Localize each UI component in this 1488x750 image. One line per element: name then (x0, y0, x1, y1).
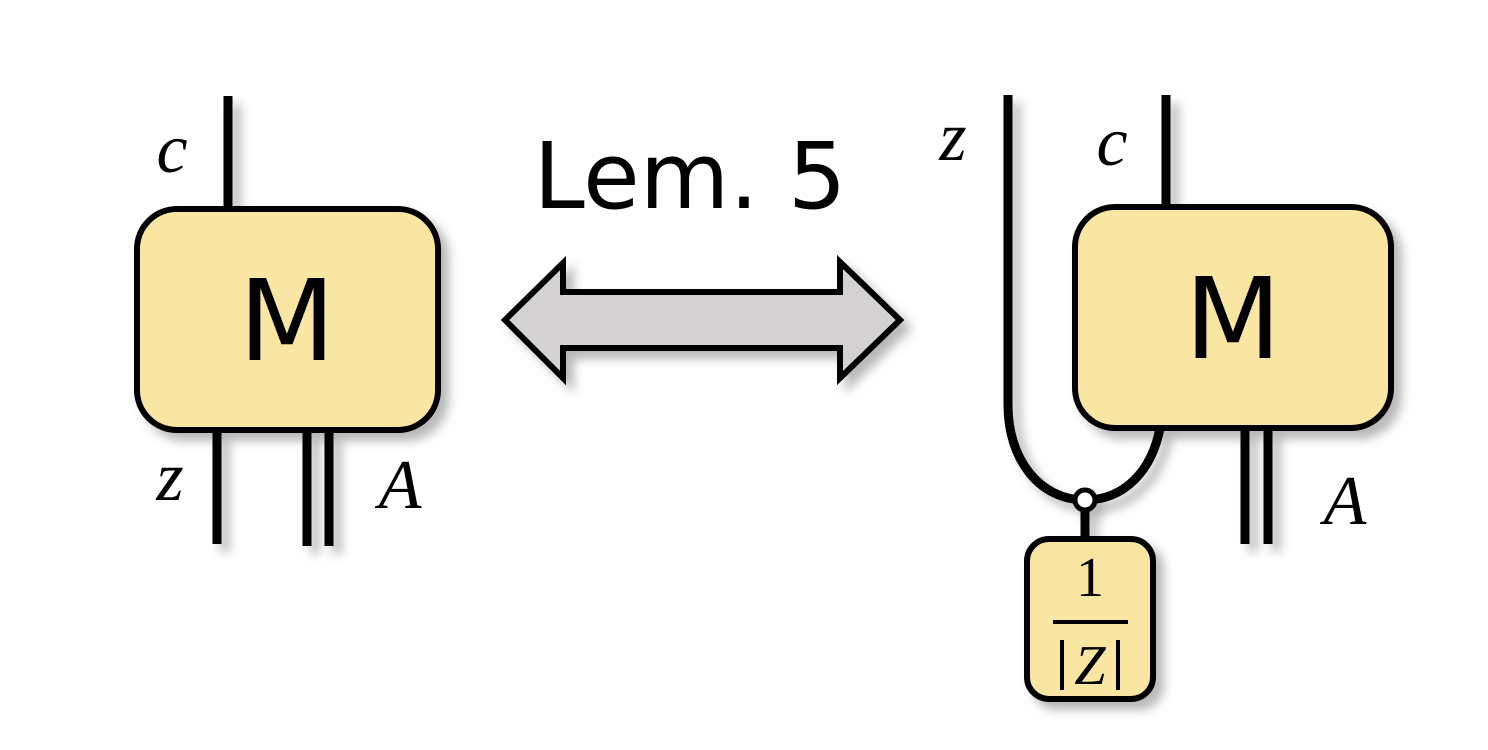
right-box-m (1072, 204, 1394, 431)
normalizer-box (1024, 536, 1156, 702)
double-arrow (500, 254, 905, 386)
right-diagram (1003, 95, 1394, 702)
copy-node-dot (1072, 487, 1098, 513)
left-output-label-c: c (156, 111, 187, 188)
lemma-label: Lem. 5 (534, 123, 847, 230)
left-diagram (134, 96, 441, 546)
left-input-label-z: z (155, 439, 183, 516)
right-box-label: M (1185, 255, 1282, 385)
left-box-label: M (239, 257, 336, 387)
left-input-label-a: A (375, 447, 422, 524)
right-output-label-c: c (1096, 104, 1127, 181)
right-output-label-z: z (938, 99, 966, 176)
right-input-label-a: A (1320, 463, 1367, 540)
normalizer-numerator: 1 (1076, 547, 1104, 609)
normalizer-denominator: Z (1074, 635, 1106, 697)
left-box-m (134, 206, 441, 433)
